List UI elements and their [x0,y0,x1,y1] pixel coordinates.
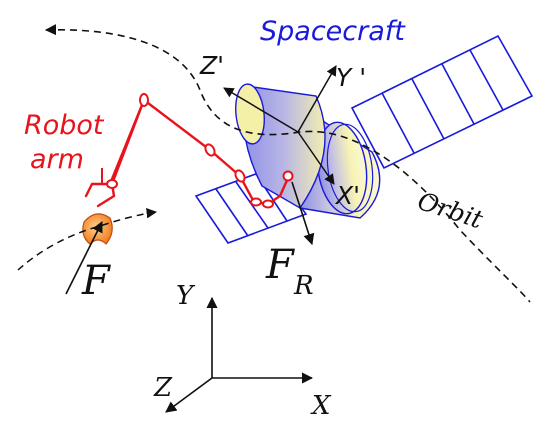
y-prime-label: Y ' [336,63,366,92]
world-x-label: X [310,391,332,421]
force-fr-subscript: R [293,271,314,301]
force-f-label: F [81,258,111,304]
target-trajectory [17,207,158,271]
body-frame-axes [223,65,337,185]
solar-panel-right [350,34,534,170]
force-fr-arrow [291,181,315,246]
x-prime-label: X' [334,181,360,210]
robot-label-line2: arm [30,144,84,175]
orbit-label: Orbit [414,186,487,234]
world-y-label: Y [176,281,196,311]
world-frame-axes [165,296,314,413]
force-f-arrow [65,220,103,295]
spacecraft-body [235,83,381,219]
force-fr-label: F [265,242,295,288]
z-prime-label: Z' [199,51,224,80]
orbit-curve [44,24,531,303]
spacecraft-label: Spacecraft [260,16,406,47]
robot-arm-joints [101,93,294,209]
robot-label-line1: Robot [24,110,105,141]
world-z-label: Z [153,373,173,403]
target-object [82,213,113,245]
